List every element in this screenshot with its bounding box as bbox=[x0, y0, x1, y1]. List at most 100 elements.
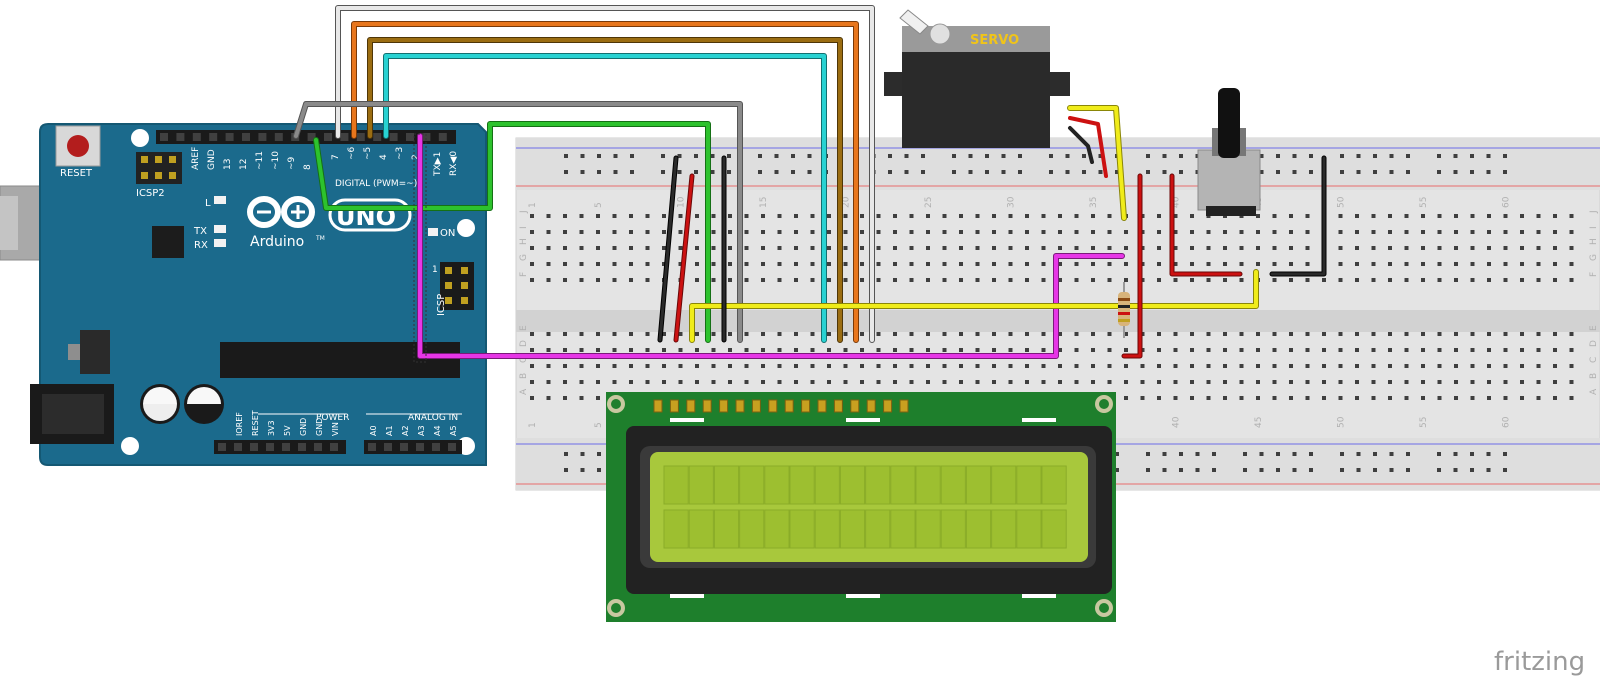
wire-servo-red bbox=[1068, 116, 1108, 178]
pin-label-8: 8 bbox=[303, 164, 313, 170]
digital-pin[interactable] bbox=[176, 133, 185, 141]
pin-label-a2: A2 bbox=[401, 425, 410, 436]
column-number: 10 bbox=[677, 196, 687, 208]
column-number: 50 bbox=[1337, 416, 1347, 428]
analog-pin[interactable] bbox=[432, 443, 440, 451]
column-number: 60 bbox=[1502, 416, 1512, 428]
row-letter: F bbox=[519, 272, 529, 277]
reset-label: RESET bbox=[60, 168, 93, 179]
led-rx bbox=[214, 239, 226, 247]
power-pin[interactable] bbox=[314, 443, 322, 451]
digital-pin[interactable] bbox=[192, 133, 201, 141]
column-number: 40 bbox=[1172, 196, 1182, 208]
column-number: 30 bbox=[1007, 196, 1017, 208]
digital-pin[interactable] bbox=[160, 133, 168, 141]
digital-pin[interactable] bbox=[242, 133, 250, 141]
row-letter: F bbox=[1589, 272, 1599, 277]
selection-outline bbox=[413, 133, 427, 363]
column-number: 20 bbox=[842, 196, 852, 208]
power-pin[interactable] bbox=[330, 443, 338, 451]
pin-label-3v3: 3V3 bbox=[267, 420, 276, 436]
row-letter: H bbox=[1589, 238, 1599, 245]
lcd-display bbox=[606, 392, 1116, 622]
digital-label: DIGITAL (PWM=~) bbox=[335, 179, 417, 189]
digital-pin[interactable] bbox=[356, 133, 365, 141]
pin-label-gnd1: GND bbox=[299, 418, 308, 436]
pin-label-reset: RESET bbox=[251, 410, 260, 436]
column-number: 1 bbox=[528, 422, 538, 428]
row-letter: E bbox=[1589, 325, 1599, 331]
digital-pin[interactable] bbox=[274, 133, 283, 141]
row-letter: G bbox=[1589, 254, 1599, 261]
column-number: 5 bbox=[594, 422, 604, 428]
resistor bbox=[1118, 282, 1130, 338]
power-pin[interactable] bbox=[298, 443, 306, 451]
row-letter: B bbox=[1589, 373, 1599, 379]
digital-pin[interactable] bbox=[373, 133, 382, 141]
on-label: ON bbox=[440, 228, 455, 239]
icsp-label: ICSP bbox=[436, 294, 447, 316]
power-pin[interactable] bbox=[234, 443, 242, 451]
led-l-label: L bbox=[205, 198, 211, 209]
power-header bbox=[214, 440, 346, 454]
column-number: 55 bbox=[1419, 417, 1429, 428]
digital-pin[interactable] bbox=[406, 133, 414, 141]
brand-label: Arduino bbox=[250, 234, 304, 250]
fritzing-watermark: fritzing bbox=[1494, 647, 1585, 677]
digital-pin[interactable] bbox=[307, 133, 316, 141]
pin-label-rx0: RX◀0 bbox=[449, 151, 459, 176]
analog-in-label: ANALOG IN bbox=[408, 413, 458, 423]
analog-pin[interactable] bbox=[416, 443, 424, 451]
row-letter: C bbox=[519, 357, 529, 363]
digital-pin[interactable] bbox=[258, 133, 267, 141]
power-pin[interactable] bbox=[282, 443, 290, 451]
pin-label-4: 4 bbox=[379, 154, 389, 160]
digital-pin[interactable] bbox=[324, 133, 332, 141]
pin-label-a0: A0 bbox=[369, 425, 378, 436]
analog-pin[interactable] bbox=[384, 443, 392, 451]
tm-mark: TM bbox=[315, 235, 325, 242]
analog-pin[interactable] bbox=[448, 443, 456, 451]
row-letter: D bbox=[519, 340, 529, 347]
potentiometer bbox=[1197, 88, 1261, 216]
icsp-pin1-label: 1 bbox=[432, 265, 438, 275]
column-number: 50 bbox=[1337, 196, 1347, 208]
pin-label-a4: A4 bbox=[433, 425, 442, 436]
column-number: 5 bbox=[594, 202, 604, 208]
digital-pin[interactable] bbox=[422, 133, 431, 141]
row-letter: J bbox=[1589, 210, 1599, 214]
power-pin[interactable] bbox=[218, 443, 226, 451]
reset-button[interactable] bbox=[55, 125, 101, 167]
digital-pin[interactable] bbox=[209, 133, 218, 141]
digital-pin[interactable] bbox=[389, 133, 398, 141]
pin-label-11: ~11 bbox=[255, 151, 265, 170]
analog-pin[interactable] bbox=[400, 443, 408, 451]
row-letter: I bbox=[519, 226, 529, 229]
power-pin[interactable] bbox=[266, 443, 274, 451]
column-number: 25 bbox=[924, 197, 934, 208]
analog-pin[interactable] bbox=[368, 443, 376, 451]
pin-label-7: 7 bbox=[331, 154, 341, 160]
lcd-header-pins bbox=[653, 399, 909, 413]
pin-label-5v: 5V bbox=[283, 425, 292, 436]
pin-label-10: ~10 bbox=[271, 151, 281, 170]
pin-label-5: ~5 bbox=[363, 147, 373, 160]
pin-label-tx1: TX▶1 bbox=[433, 152, 443, 177]
column-number: 40 bbox=[1172, 416, 1182, 428]
arduino-logo bbox=[247, 196, 315, 228]
digital-pin[interactable] bbox=[340, 133, 349, 141]
wires bbox=[293, 5, 1327, 359]
led-on bbox=[428, 228, 438, 236]
power-pin[interactable] bbox=[250, 443, 258, 451]
pin-label-gnd2: GND bbox=[315, 418, 324, 436]
pin-label-2: 2 bbox=[411, 154, 421, 160]
digital-pin[interactable] bbox=[438, 133, 447, 141]
digital-pin[interactable] bbox=[225, 133, 234, 141]
analog-header bbox=[364, 440, 462, 454]
usb-chip bbox=[152, 226, 184, 258]
lcd-character-cells bbox=[663, 465, 1067, 549]
icsp2-label: ICSP2 bbox=[136, 188, 165, 199]
column-number: 1 bbox=[528, 202, 538, 208]
pin-label-6: ~6 bbox=[347, 146, 357, 160]
pin-label-ioref: IOREF bbox=[235, 412, 244, 436]
